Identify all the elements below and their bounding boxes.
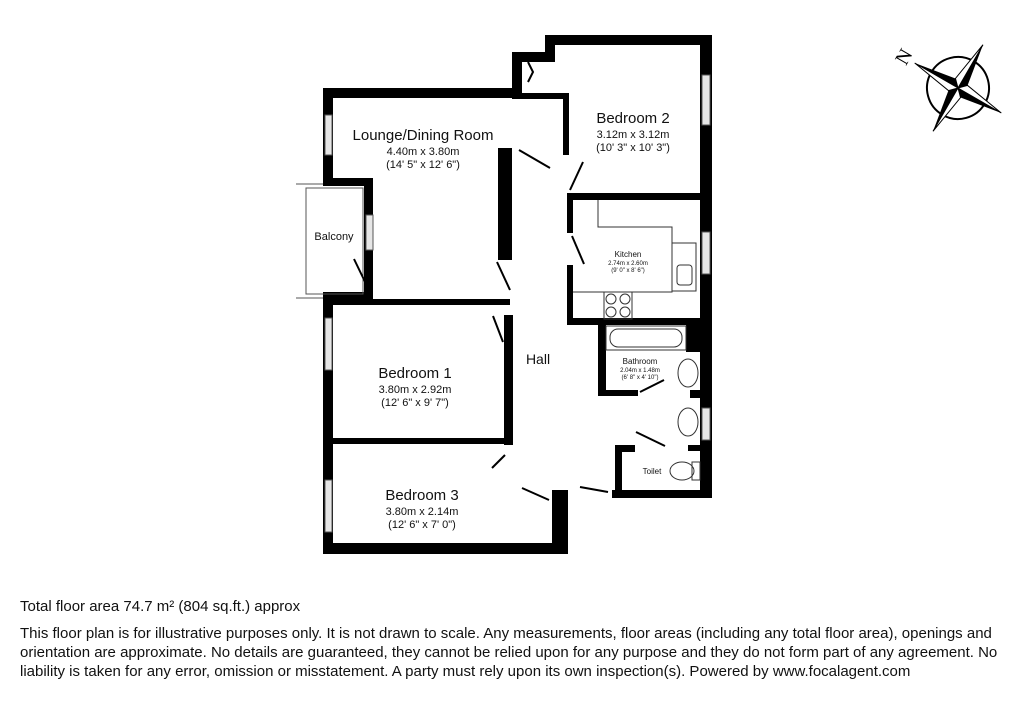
floor-plan: Lounge/Dining Room 4.40m x 3.80m (14' 5"… xyxy=(296,35,1002,554)
bedroom2-name: Bedroom 2 xyxy=(596,110,669,127)
bedroom1-metric: 3.80m x 2.92m xyxy=(379,384,452,396)
bedroom3-metric: 3.80m x 2.14m xyxy=(386,506,459,518)
compass-north-label: N xyxy=(891,45,917,69)
toilet-name: Toilet xyxy=(643,467,662,476)
compass-rose-icon: N xyxy=(891,44,1002,132)
kitchen-metric: 2.74m x 2.60m xyxy=(608,261,648,267)
total-floor-area: Total floor area 74.7 m² (804 sq.ft.) ap… xyxy=(20,598,301,615)
bedroom3-imperial: (12' 6" x 7' 0") xyxy=(388,519,456,531)
fixtures xyxy=(573,200,701,481)
kitchen-imperial: (9' 0" x 8' 6") xyxy=(611,268,645,274)
lounge-metric: 4.40m x 3.80m xyxy=(387,146,460,158)
bedroom2-imperial: (10' 3" x 10' 3") xyxy=(596,142,670,154)
bedroom1-name: Bedroom 1 xyxy=(378,365,451,382)
lounge-imperial: (14' 5" x 12' 6") xyxy=(386,159,460,171)
balcony-name: Balcony xyxy=(314,231,354,243)
bathroom-name: Bathroom xyxy=(623,357,658,366)
windows xyxy=(324,74,711,533)
bedroom2-metric: 3.12m x 3.12m xyxy=(597,129,670,141)
bathroom-imperial: (6' 8" x 4' 10") xyxy=(622,375,659,381)
doors xyxy=(353,61,666,501)
bedroom1-imperial: (12' 6" x 9' 7") xyxy=(381,397,449,409)
lounge-name: Lounge/Dining Room xyxy=(353,127,494,144)
disclaimer: This floor plan is for illustrative purp… xyxy=(20,625,998,680)
bedroom3-name: Bedroom 3 xyxy=(385,487,458,504)
balcony xyxy=(296,183,364,299)
kitchen-name: Kitchen xyxy=(615,250,642,259)
bathroom-metric: 2.04m x 1.48m xyxy=(620,368,660,374)
room-labels: Lounge/Dining Room 4.40m x 3.80m (14' 5"… xyxy=(314,110,669,531)
hall-name: Hall xyxy=(526,351,550,367)
